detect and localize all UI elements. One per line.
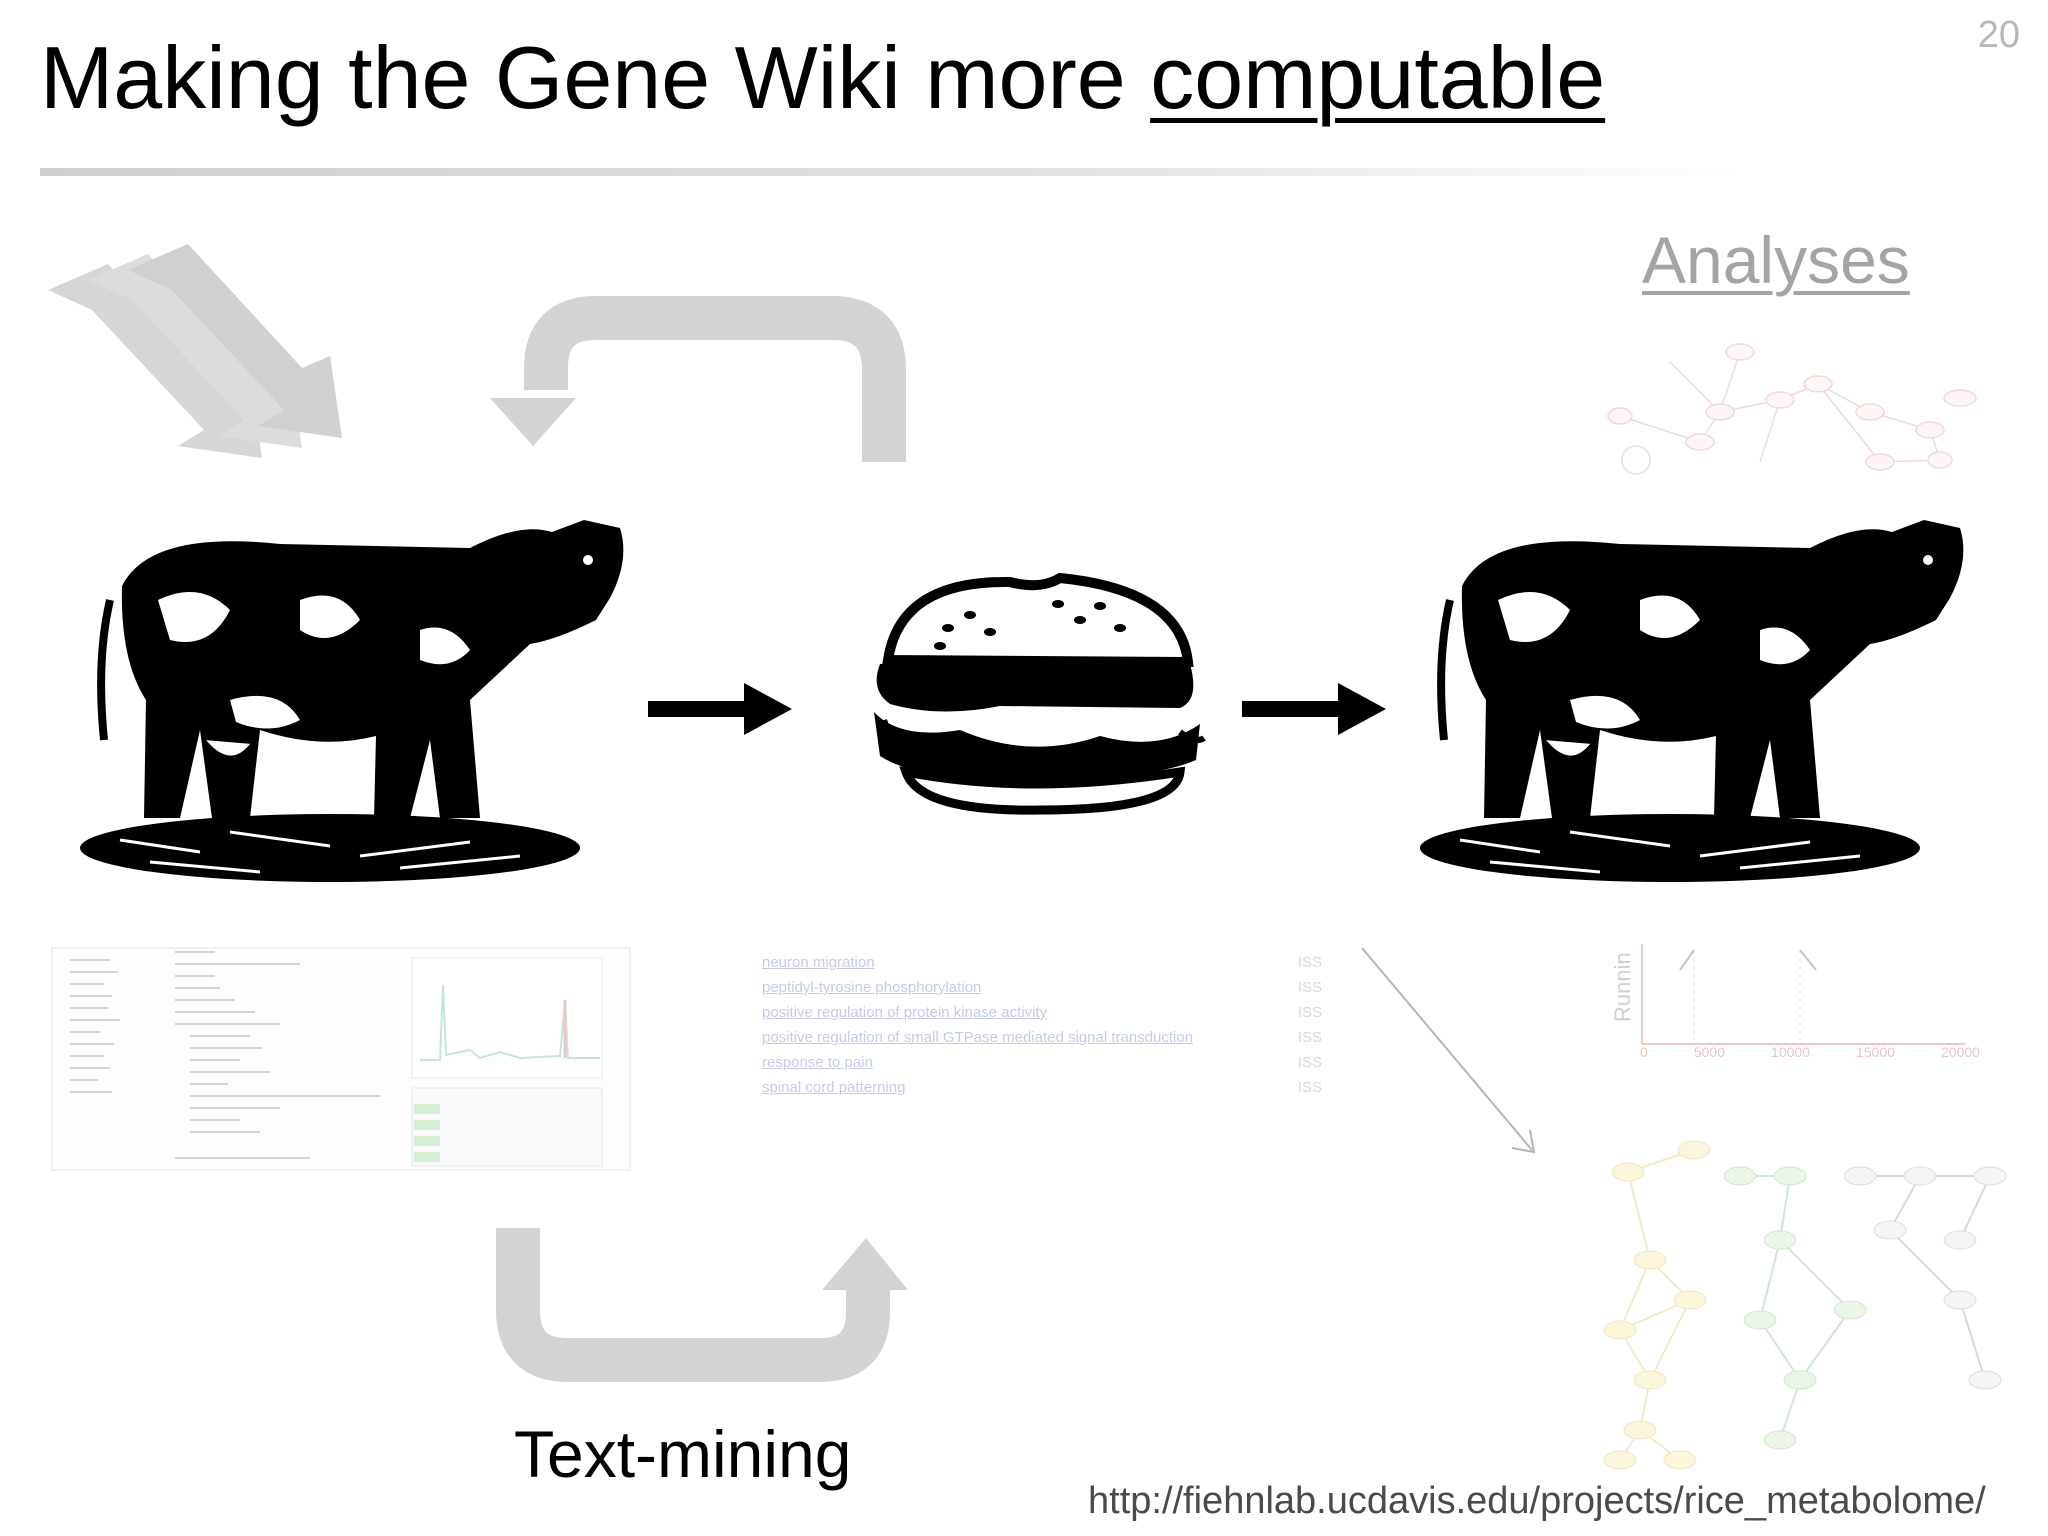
connector-arrowhead-icon bbox=[1511, 1129, 1536, 1154]
title-divider bbox=[40, 168, 1740, 176]
hamburger-icon bbox=[874, 572, 1206, 815]
title-emphasis: computable bbox=[1150, 28, 1606, 127]
slide-title: Making the Gene Wiki more computable bbox=[40, 28, 1606, 127]
plot-x-ticks: 0 5000 10000 15000 20000 bbox=[1640, 1044, 1980, 1060]
analyses-link[interactable]: Analyses bbox=[1642, 223, 1910, 297]
plot-x-tick: 5000 bbox=[1693, 1044, 1725, 1060]
source-url[interactable]: http://fiehnlab.ucdavis.edu/projects/ric… bbox=[1088, 1480, 1986, 1522]
go-term-row: peptidyl-tyrosine phosphorylation ISS bbox=[762, 975, 1342, 1000]
flow-arrow-left-icon bbox=[648, 683, 792, 735]
go-evidence-code: ISS bbox=[1297, 1029, 1322, 1046]
cow-left-icon bbox=[80, 520, 624, 882]
plot-x-tick: 20000 bbox=[1941, 1044, 1980, 1060]
plot-x-tick: 10000 bbox=[1771, 1044, 1810, 1060]
go-evidence-code: ISS bbox=[1297, 954, 1322, 971]
go-term-row: response to pain ISS bbox=[762, 1050, 1342, 1075]
cow-right-icon bbox=[1420, 520, 1964, 882]
go-term-row: spinal cord patterning ISS bbox=[762, 1075, 1342, 1100]
running-sum-plot bbox=[1641, 944, 1965, 1045]
go-term-link[interactable]: positive regulation of small GTPase medi… bbox=[762, 1029, 1194, 1046]
go-term-link[interactable]: positive regulation of protein kinase ac… bbox=[762, 1004, 1048, 1021]
slide-number: 20 bbox=[1977, 14, 2020, 56]
plot-y-label: Runnin bbox=[1610, 952, 1635, 1022]
plot-x-tick: 0 bbox=[1640, 1044, 1648, 1060]
go-evidence-code: ISS bbox=[1297, 1079, 1322, 1096]
go-term-row: positive regulation of protein kinase ac… bbox=[762, 1000, 1342, 1025]
go-term-row: positive regulation of small GTPase medi… bbox=[762, 1025, 1342, 1050]
plot-x-tick: 15000 bbox=[1856, 1044, 1895, 1060]
go-term-row: neuron migration ISS bbox=[762, 950, 1342, 975]
go-evidence-code: ISS bbox=[1297, 1054, 1322, 1071]
connector-line bbox=[1361, 947, 1533, 1151]
go-term-link[interactable]: peptidyl-tyrosine phosphorylation bbox=[762, 979, 982, 996]
go-term-link[interactable]: spinal cord patterning bbox=[762, 1079, 906, 1096]
flow-arrow-right-icon bbox=[1242, 683, 1386, 735]
network-analysis-top bbox=[1607, 343, 1977, 475]
go-evidence-code: ISS bbox=[1297, 1004, 1322, 1021]
feedback-loop-top-icon bbox=[490, 296, 906, 462]
go-term-link[interactable]: response to pain bbox=[762, 1054, 873, 1071]
title-prefix: Making the Gene Wiki more bbox=[40, 28, 1151, 127]
go-evidence-code: ISS bbox=[1297, 979, 1322, 996]
input-arrows-icon bbox=[48, 244, 342, 458]
go-term-link[interactable]: neuron migration bbox=[762, 954, 875, 971]
network-analysis-bottom bbox=[1603, 1140, 2007, 1470]
text-mining-loop-icon bbox=[496, 1228, 908, 1382]
gene-wiki-screenshot bbox=[51, 947, 631, 1171]
text-mining-label: Text-mining bbox=[514, 1417, 852, 1491]
